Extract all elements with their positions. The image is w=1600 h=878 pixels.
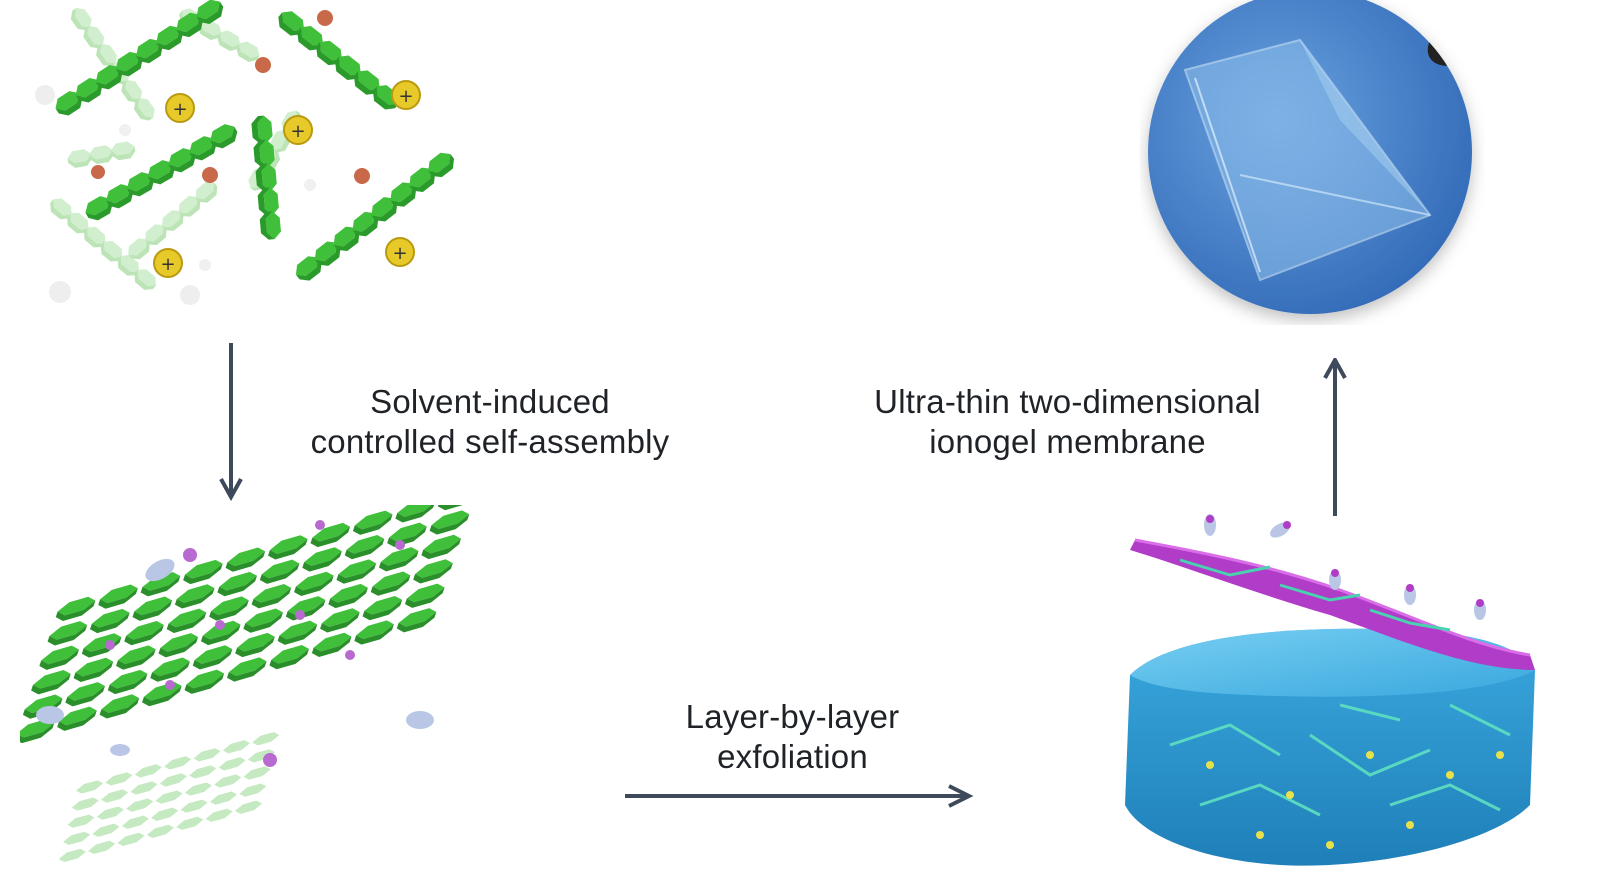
label-exfoliation-line2: exfoliation xyxy=(717,738,868,775)
label-ionogel-membrane: Ultra-thin two-dimensional ionogel membr… xyxy=(835,382,1300,462)
arrow-right-icon xyxy=(625,782,975,810)
label-ionogel-membrane-line2: ionogel membrane xyxy=(929,423,1206,460)
svg-text:+: + xyxy=(290,121,305,142)
arrow-down-icon xyxy=(218,343,244,503)
svg-text:+: + xyxy=(398,86,413,107)
ionogel-block-illustration xyxy=(1110,505,1550,875)
stacked-layers-illustration xyxy=(20,505,470,875)
svg-text:+: + xyxy=(392,243,407,264)
label-ionogel-membrane-line1: Ultra-thin two-dimensional xyxy=(874,383,1261,420)
svg-text:+: + xyxy=(172,99,187,120)
label-self-assembly: Solvent-induced controlled self-assembly xyxy=(280,382,700,462)
label-exfoliation-line1: Layer-by-layer xyxy=(685,698,900,735)
label-exfoliation: Layer-by-layer exfoliation xyxy=(600,697,985,777)
label-self-assembly-line1: Solvent-induced xyxy=(370,383,610,420)
arrow-up-icon xyxy=(1322,358,1348,516)
label-self-assembly-line2: controlled self-assembly xyxy=(310,423,670,460)
svg-text:+: + xyxy=(160,254,175,275)
dispersed-molecules-illustration: + + + + + xyxy=(20,0,460,335)
cation-ion: + + + + + xyxy=(153,80,421,278)
membrane-photo xyxy=(1140,0,1485,325)
